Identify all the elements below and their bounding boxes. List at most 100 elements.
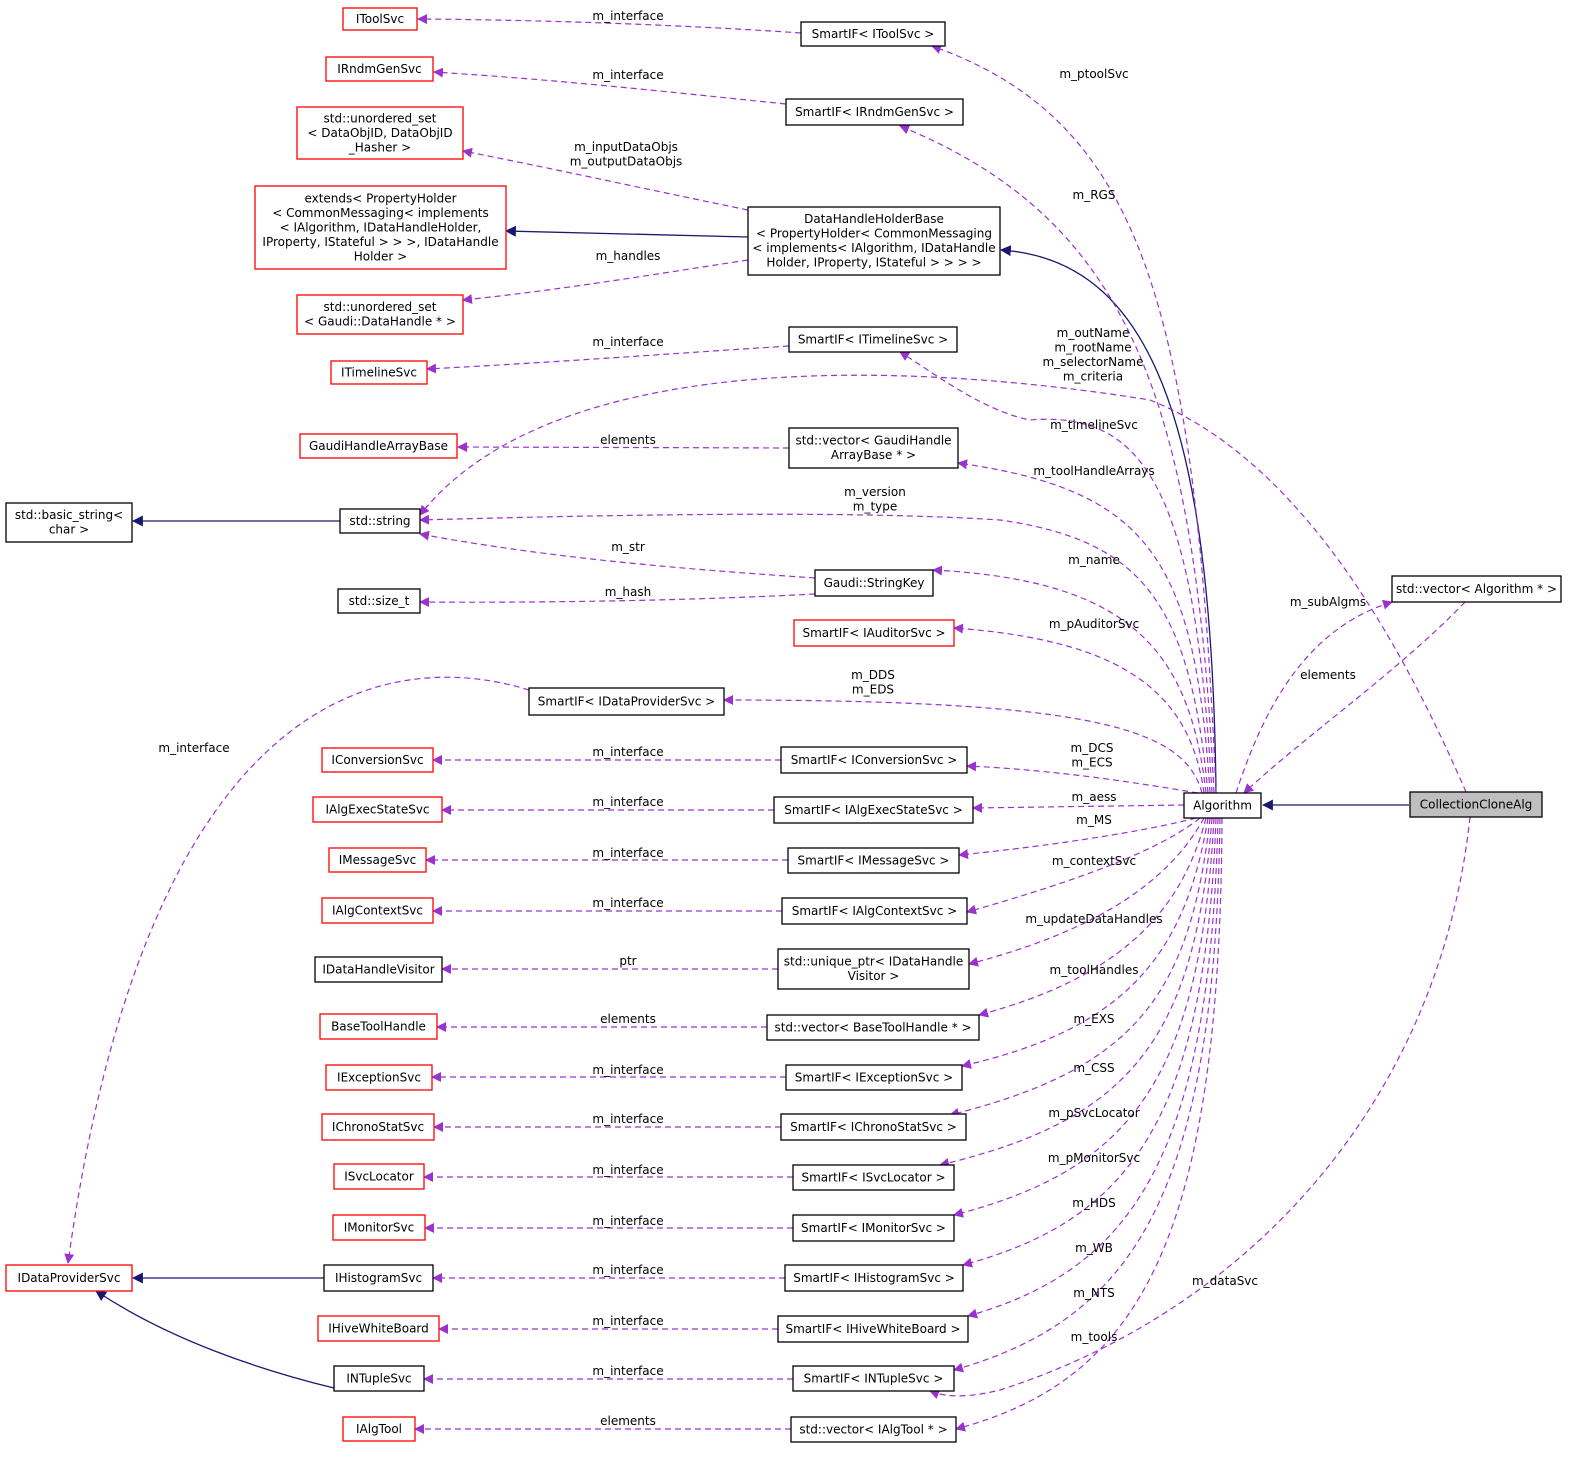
association-edge: [978, 817, 1207, 1018]
node-box: [785, 98, 964, 126]
association-edge: [1235, 599, 1393, 794]
node-label: char >: [49, 523, 89, 537]
node-box: [330, 360, 428, 385]
class-node-smartif-idataprovidersvc[interactable]: SmartIF< IDataProviderSvc >: [528, 687, 725, 716]
node-box: [528, 687, 725, 716]
association-edge: [968, 817, 1205, 967]
class-node-smartif-irndmgensvc[interactable]: SmartIF< IRndmGenSvc >: [785, 98, 964, 126]
association-edge: [723, 695, 1203, 794]
association-edge: [457, 442, 790, 453]
association-edge: [462, 259, 749, 305]
node-box: [777, 1315, 969, 1343]
class-node-smartif-ihivewhiteboard[interactable]: SmartIF< IHiveWhiteBoard >: [777, 1315, 969, 1343]
class-node-smartif-ichronostatsvc[interactable]: SmartIF< IChronoStatSvc >: [780, 1113, 967, 1141]
class-node-smartif-iauditorsvc[interactable]: SmartIF< IAuditorSvc >: [793, 619, 955, 647]
class-node-vector-algorithm[interactable]: std::vector< Algorithm * >: [1391, 575, 1562, 603]
class-node-stringkey[interactable]: Gaudi::StringKey: [814, 569, 934, 597]
class-node-unordered-set-dataobjid[interactable]: std::unordered_set< DataObjID, DataObjID…: [296, 106, 464, 160]
class-node-unordered-set-datahandle[interactable]: std::unordered_set< Gaudi::DataHandle * …: [296, 294, 464, 335]
node-box: [299, 433, 458, 459]
class-node-vector-ialgtool[interactable]: std::vector< IAlgTool * >: [790, 1416, 957, 1443]
node-label: std::vector< IAlgTool * >: [799, 1422, 947, 1436]
edge-label: elements: [600, 1414, 656, 1428]
node-label: < PropertyHolder< CommonMessaging: [756, 227, 992, 241]
class-node-unique-ptr-idatahandlevisitor[interactable]: std::unique_ptr< IDataHandleVisitor >: [777, 948, 970, 990]
class-node-smartif-isvclocator[interactable]: SmartIF< ISvcLocator >: [792, 1164, 955, 1191]
node-label: SmartIF< IExceptionSvc >: [795, 1070, 953, 1084]
class-node-vector-gaudihandlearraybase[interactable]: std::vector< GaudiHandleArrayBase * >: [788, 427, 959, 469]
class-node-smartif-iconversionsvc[interactable]: SmartIF< IConversionSvc >: [780, 746, 968, 774]
node-label: Visitor >: [848, 969, 900, 983]
node-box: [788, 326, 958, 353]
node-label: DataHandleHolderBase: [804, 212, 944, 226]
class-node-basic-string[interactable]: std::basic_string<char >: [5, 502, 133, 543]
class-node-extends-propertyholder[interactable]: extends< PropertyHolder< CommonMessaging…: [254, 185, 507, 270]
class-node-ialgexecstatesvc[interactable]: IAlgExecStateSvc: [312, 796, 443, 823]
edge-label: m_criteria: [1063, 370, 1123, 384]
class-node-basetoolhandle[interactable]: BaseToolHandle: [319, 1013, 438, 1040]
edge-label: m_ptoolSvc: [1059, 67, 1128, 81]
class-node-ihivewhiteboard[interactable]: IHiveWhiteBoard: [317, 1315, 440, 1342]
class-node-smartif-ialgcontextsvc[interactable]: SmartIF< IAlgContextSvc >: [781, 897, 968, 925]
class-node-iexceptionsvc[interactable]: IExceptionSvc: [325, 1064, 433, 1091]
class-node-imessagesvc[interactable]: IMessageSvc: [328, 847, 427, 873]
class-node-smartif-itoolsvc[interactable]: SmartIF< IToolSvc >: [800, 21, 946, 47]
node-label: ITimelineSvc: [341, 365, 417, 379]
class-node-datahandleholderbase[interactable]: DataHandleHolderBase< PropertyHolder< Co…: [747, 206, 1001, 276]
class-node-std-string[interactable]: std::string: [339, 508, 421, 534]
association-edge: [953, 817, 1215, 1218]
node-label: SmartIF< IDataProviderSvc >: [538, 694, 715, 708]
node-label: std::vector< GaudiHandle: [795, 434, 951, 448]
edge-label: m_pMonitorSvc: [1048, 1151, 1140, 1165]
class-node-idataprovidersvc[interactable]: IDataProviderSvc: [5, 1264, 133, 1292]
edge-label: m_interface: [592, 1214, 663, 1228]
node-label: std::vector< BaseToolHandle * >: [774, 1020, 971, 1034]
class-node-isvclocator[interactable]: ISvcLocator: [333, 1163, 425, 1190]
class-node-algorithm[interactable]: Algorithm: [1183, 792, 1262, 819]
association-edge: [417, 14, 802, 34]
class-node-ialgcontextsvc[interactable]: IAlgContextSvc: [321, 897, 434, 924]
node-label: IRndmGenSvc: [337, 62, 421, 76]
class-node-irndmgensvc[interactable]: IRndmGenSvc: [325, 56, 434, 82]
class-node-size-t[interactable]: std::size_t: [337, 588, 421, 614]
class-node-idatahandlevisitor[interactable]: IDataHandleVisitor: [314, 956, 443, 983]
association-edge: [426, 345, 790, 374]
association-edge: [966, 761, 1199, 794]
node-label: BaseToolHandle: [331, 1019, 426, 1033]
node-box: [780, 746, 968, 774]
association-edge: [955, 817, 1223, 1432]
node-box: [792, 1164, 955, 1191]
class-node-gaudihandlearraybase[interactable]: GaudiHandleArrayBase: [299, 433, 458, 459]
class-node-smartif-intuplesvc[interactable]: SmartIF< INTupleSvc >: [792, 1365, 955, 1392]
class-node-itoolsvc[interactable]: IToolSvc: [342, 7, 418, 31]
class-node-itimelinesvc[interactable]: ITimelineSvc: [330, 360, 428, 385]
class-node-smartif-imonitorsvc[interactable]: SmartIF< IMonitorSvc >: [792, 1214, 955, 1242]
node-label: ISvcLocator: [344, 1169, 414, 1183]
class-node-ihistogramsvc[interactable]: IHistogramSvc: [323, 1264, 434, 1292]
class-node-smartif-ihistogramsvc[interactable]: SmartIF< IHistogramSvc >: [784, 1264, 964, 1292]
class-node-smartif-itimelinesvc[interactable]: SmartIF< ITimelineSvc >: [788, 326, 958, 353]
class-node-imonitorsvc[interactable]: IMonitorSvc: [332, 1214, 426, 1241]
class-node-intuplesvc[interactable]: INTupleSvc: [333, 1365, 425, 1392]
node-box: [5, 502, 133, 543]
node-label: IDataHandleVisitor: [322, 962, 434, 976]
edge-label: m_interface: [592, 1163, 663, 1177]
inheritance-edge: [504, 225, 749, 238]
class-node-smartif-imessagesvc[interactable]: SmartIF< IMessageSvc >: [787, 847, 960, 874]
class-node-ichronostatsvc[interactable]: IChronoStatSvc: [321, 1113, 435, 1141]
association-edge: [932, 565, 1207, 794]
node-label: IChronoStatSvc: [332, 1120, 424, 1134]
class-node-collectionclonealg[interactable]: CollectionCloneAlg: [1409, 791, 1543, 818]
edge-label: m_interface: [158, 741, 229, 755]
inheritance-edge: [95, 1290, 335, 1389]
node-label: extends< PropertyHolder: [304, 191, 456, 205]
class-node-vector-basetoolhandle[interactable]: std::vector< BaseToolHandle * >: [766, 1014, 980, 1041]
node-box: [1183, 792, 1262, 819]
class-node-smartif-iexceptionsvc[interactable]: SmartIF< IExceptionSvc >: [785, 1064, 963, 1091]
class-node-smartif-ialgexecstatesvc[interactable]: SmartIF< IAlgExecStateSvc >: [773, 796, 974, 824]
inheritance-edge: [999, 245, 1217, 794]
edge-label: m_NTS: [1073, 1286, 1115, 1300]
class-node-ialgtool[interactable]: IAlgTool: [342, 1416, 416, 1442]
class-node-iconversionsvc[interactable]: IConversionSvc: [321, 747, 434, 773]
node-box: [800, 21, 946, 47]
